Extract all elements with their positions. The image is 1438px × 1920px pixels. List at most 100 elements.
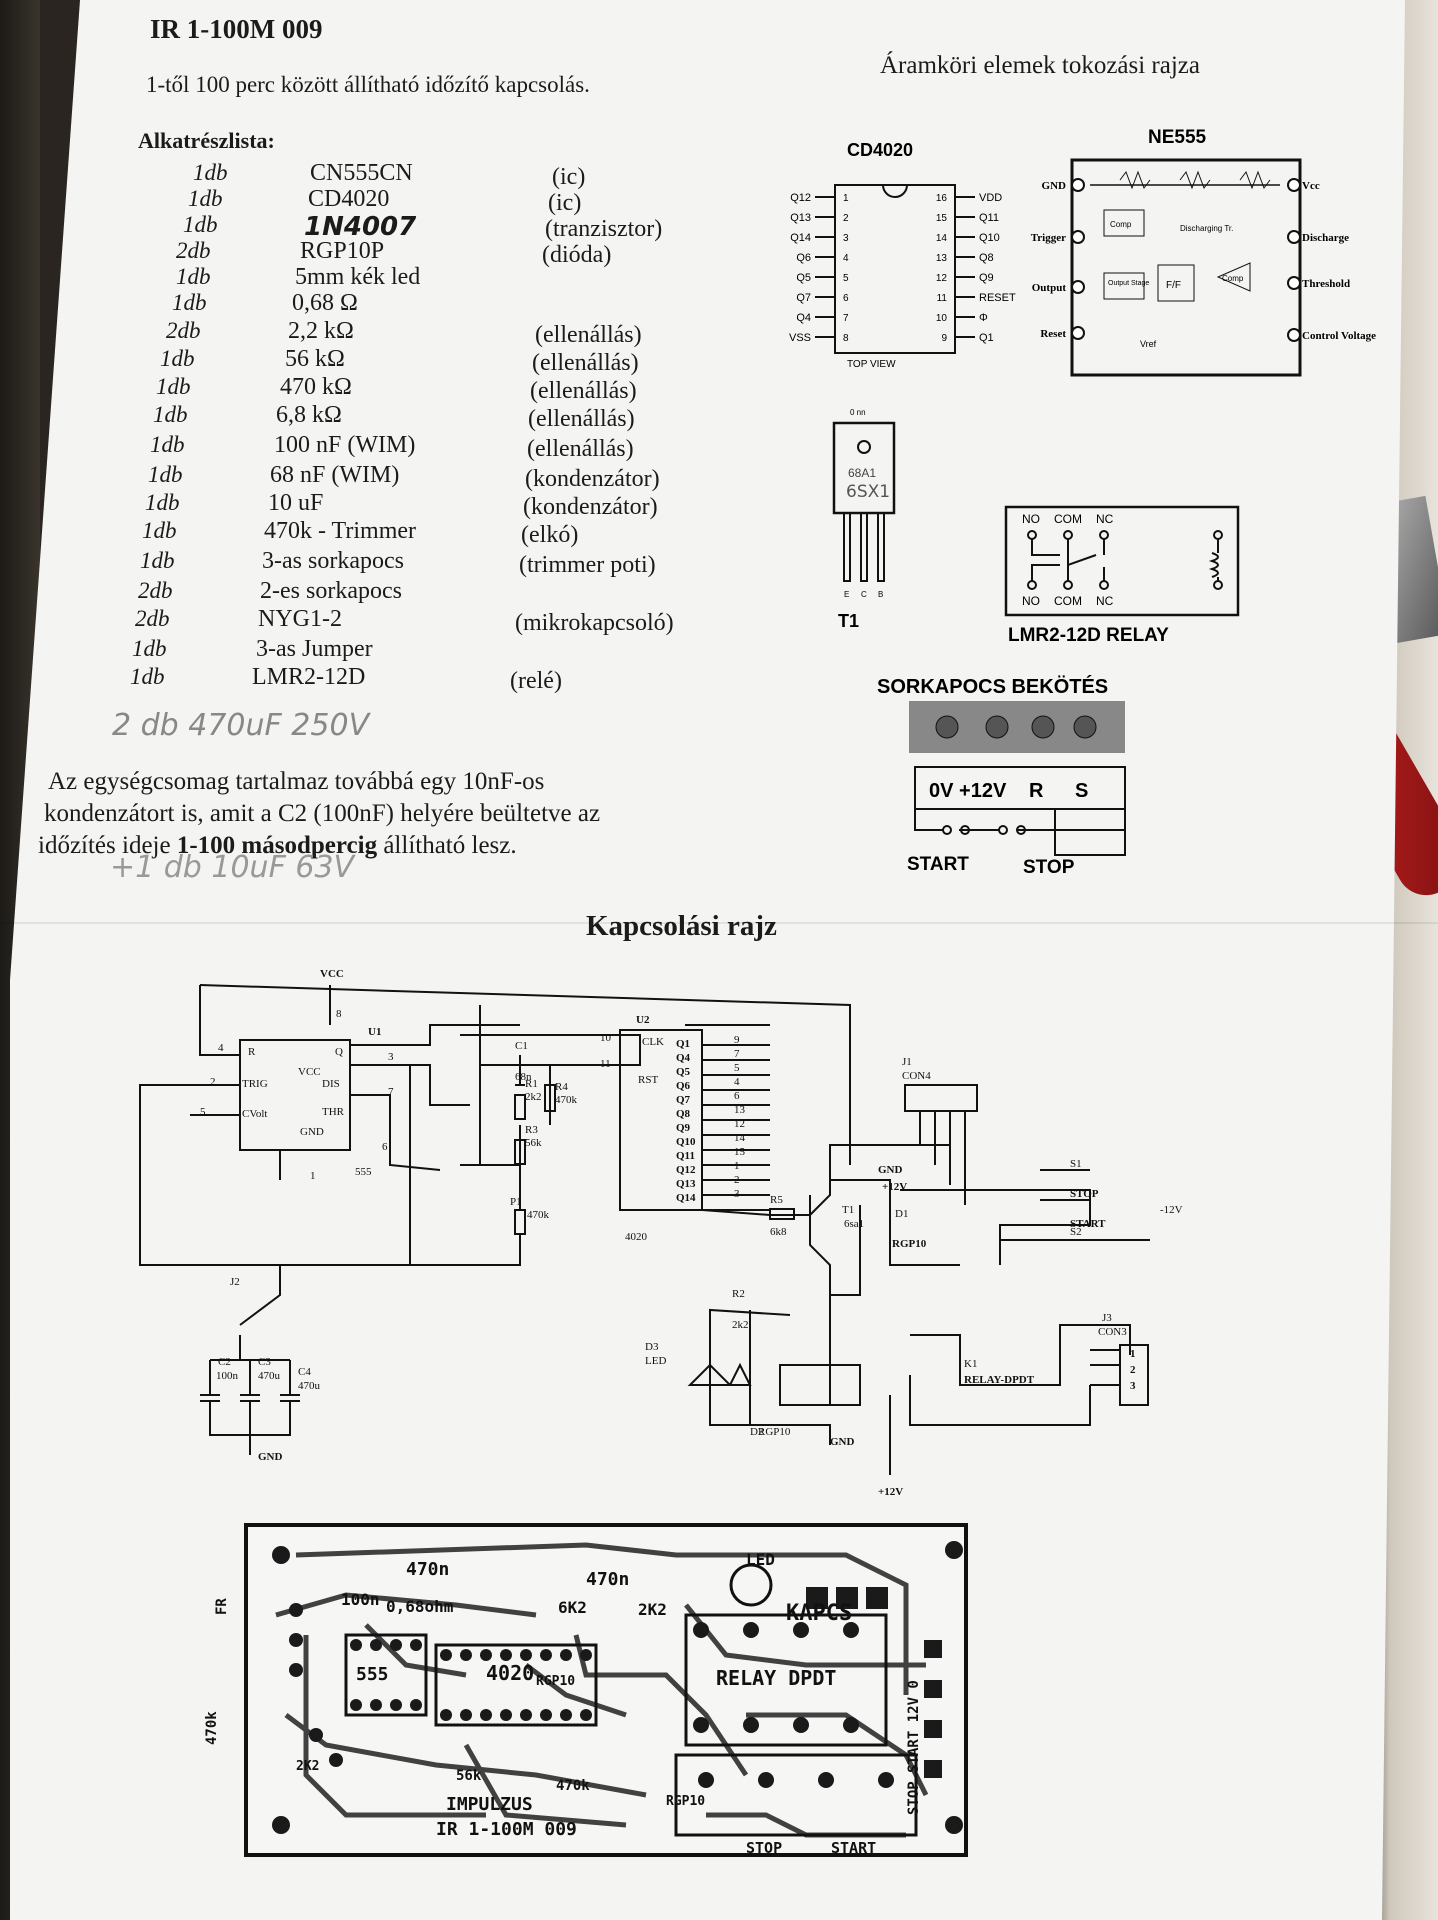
cd4020-pin-label: 10 — [936, 313, 948, 324]
cd4020-pin-label: RESET — [979, 292, 1016, 304]
schematic-label-r5v: 6k8 — [770, 1226, 787, 1238]
schematic-label-q: Q — [335, 1046, 343, 1058]
schematic-label-r4: R4 — [555, 1081, 568, 1093]
part-name: RGP10P — [300, 238, 385, 264]
svg-text:Vref: Vref — [1140, 339, 1157, 349]
note-line-1: Az egységcsomag tartalmaz továbbá egy 10… — [48, 768, 545, 795]
u2-output-label: Q8 — [676, 1108, 691, 1120]
schematic-label-cvolt: CVolt — [242, 1108, 267, 1120]
cd4020-pin-label: Q10 — [979, 232, 1000, 244]
part-name: 470 kΩ — [280, 374, 352, 400]
pin-number: 3 — [388, 1051, 394, 1063]
pcb-label: 2K2 — [296, 1759, 319, 1774]
ne555-pin-label: Control Voltage — [1302, 330, 1376, 342]
terminal-title: SORKAPOCS BEKÖTÉS — [877, 675, 1108, 698]
schematic-label-j1v: CON4 — [902, 1070, 931, 1082]
part-type: (kondenzátor) — [525, 466, 660, 492]
cd4020-pin-label: Q11 — [979, 212, 999, 224]
handwritten-note-1: 2 db 470uF 250V — [112, 708, 370, 743]
pin-number: 5 — [200, 1106, 206, 1118]
schematic-label-r2: R2 — [732, 1288, 745, 1300]
fold-line — [0, 922, 1438, 924]
schematic-label-d3v: LED — [645, 1355, 666, 1367]
schematic-label-clk: CLK — [642, 1036, 664, 1048]
u2-pin-number: 5 — [734, 1062, 740, 1074]
pcb-label: KAPCS — [786, 1601, 852, 1626]
schematic-label-d2: D2 — [750, 1426, 763, 1438]
svg-text:Discharging Tr.: Discharging Tr. — [1180, 224, 1233, 233]
u2-pin-number: 6 — [734, 1090, 740, 1102]
t1-label: T1 — [838, 611, 859, 631]
svg-text:Comp: Comp — [1222, 274, 1244, 283]
svg-text:NO: NO — [1022, 594, 1040, 608]
u2-pin-number: 14 — [734, 1132, 746, 1144]
pcb-label: 6K2 — [558, 1598, 587, 1617]
cd4020-pin-label: 4 — [843, 253, 849, 264]
schematic-label-d3: D3 — [645, 1341, 659, 1353]
ne555-pin-label: Output — [1032, 282, 1067, 294]
cd4020-pin-label: VDD — [979, 192, 1002, 204]
cd4020-pin-label: Φ — [979, 312, 988, 324]
schematic-label-k1: K1 — [964, 1358, 977, 1370]
pin-number: 4 — [218, 1042, 224, 1054]
part-type: (tranzisztor) — [545, 216, 663, 242]
schematic-label-t1: T1 — [842, 1204, 854, 1216]
schematic-label-dis: DIS — [322, 1078, 340, 1090]
schematic-label-rst: RST — [638, 1074, 658, 1086]
schematic-label-trig: TRIG — [242, 1078, 268, 1090]
part-name: 56 kΩ — [285, 346, 345, 372]
u2-output-label: Q6 — [676, 1080, 691, 1092]
part-type: (ic) — [548, 190, 582, 216]
part-qty: 1db — [145, 490, 180, 515]
schematic-label-j1: J1 — [902, 1056, 912, 1068]
part-name: 1N4007 — [304, 212, 417, 242]
svg-text:COM: COM — [1054, 594, 1082, 608]
u2-output-label: Q11 — [676, 1150, 695, 1162]
transistor-t1-drawing: 0 nn 68A1 6SX1 E C B T1 — [832, 408, 896, 631]
part-name: 10 uF — [268, 490, 324, 516]
schematic-label-c4: C4 — [298, 1366, 311, 1378]
cd4020-pin-label: 3 — [843, 233, 849, 244]
schematic-plus12v-label: +12V — [878, 1486, 903, 1498]
svg-text:F/F: F/F — [1166, 280, 1181, 291]
svg-text:E: E — [844, 590, 849, 599]
pcb-label: 555 — [356, 1664, 389, 1685]
u2-output-label: Q1 — [676, 1038, 690, 1050]
cd4020-pin-label: 11 — [937, 293, 948, 304]
part-type: (ic) — [552, 164, 586, 190]
part-type: (trimmer poti) — [519, 552, 656, 578]
schematic-gnd-label: GND — [258, 1451, 283, 1463]
pcb-label: 0,68ohm — [386, 1597, 454, 1616]
schematic-label-t1v: 6sa1 — [844, 1218, 864, 1230]
part-qty: 1db — [193, 160, 228, 185]
con3-pin-number: 1 — [1130, 1348, 1136, 1360]
part-qty: 2db — [135, 606, 170, 631]
part-qty: 2db — [166, 318, 201, 343]
schematic-label-c3v: 470u — [258, 1370, 281, 1382]
pcb-label: START — [831, 1839, 876, 1857]
schematic-label-c4v: 470u — [298, 1380, 321, 1392]
schematic-label-gnd: GND — [878, 1164, 903, 1176]
u2-output-label: Q7 — [676, 1094, 691, 1106]
part-name: 3-as sorkapocs — [262, 548, 404, 574]
u2-output-label: Q13 — [676, 1178, 696, 1190]
note-line-2: kondenzátort is, amit a C2 (100nF) helyé… — [44, 800, 601, 827]
cd4020-pin-label: Q1 — [979, 332, 994, 344]
part-name: CD4020 — [308, 186, 390, 212]
part-type: (dióda) — [542, 242, 612, 268]
doc-subtitle: 1-től 100 perc között állítható időzítő … — [146, 72, 590, 97]
cd4020-pin-label: Q4 — [796, 312, 811, 324]
cd4020-pin-label: 8 — [843, 333, 849, 344]
svg-text:R: R — [1029, 780, 1044, 802]
svg-text:B: B — [878, 590, 883, 599]
svg-text:0V +12V: 0V +12V — [929, 780, 1007, 802]
doc-code: IR 1-100M 009 — [150, 14, 323, 44]
part-type: (ellenállás) — [532, 350, 639, 376]
cd4020-pin-label: Q6 — [796, 252, 811, 264]
part-type: (kondenzátor) — [523, 494, 658, 520]
svg-text:NC: NC — [1096, 594, 1114, 608]
schematic-label-u2: U2 — [636, 1014, 650, 1026]
pinout-heading: Áramköri elemek tokozási rajza — [880, 52, 1200, 79]
